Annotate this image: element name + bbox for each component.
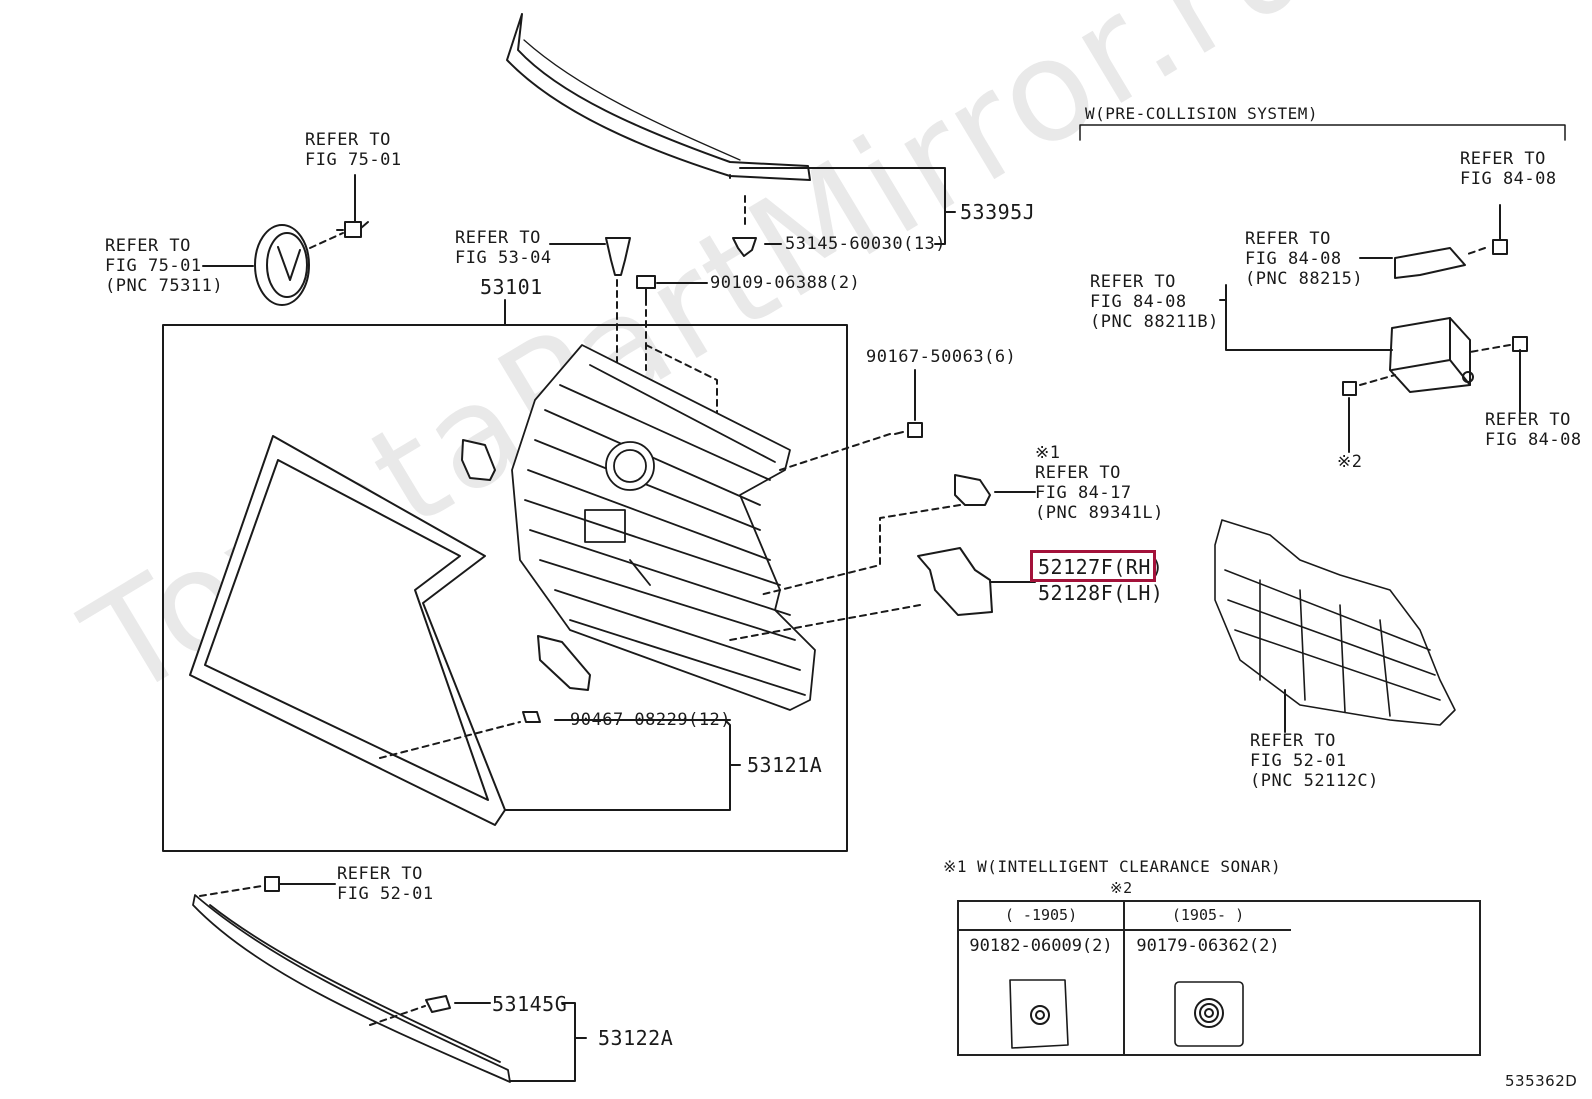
washer-90182 xyxy=(1009,979,1069,1049)
label-note1-sonar: ※1 W(INTELLIGENT CLEARANCE SONAR) xyxy=(943,857,1282,876)
label-part-90467: 90467-08229(12) xyxy=(570,710,732,730)
table-header-col2: (1905- ) xyxy=(1123,902,1291,931)
bolt-90109 xyxy=(636,275,656,306)
label-note2-table: ※2 xyxy=(1110,879,1133,897)
radar-nut xyxy=(1342,381,1357,396)
label-refer-84-08-88215: REFER TO FIG 84-08 (PNC 88215) xyxy=(1245,229,1364,289)
label-refer-53-04: REFER TO FIG 53-04 xyxy=(455,228,552,268)
sonar-sensor-89341l xyxy=(954,474,991,506)
label-refer-52-01-right: REFER TO FIG 52-01 (PNC 52112C) xyxy=(1250,731,1379,791)
label-refer-52-01-lower: REFER TO FIG 52-01 xyxy=(337,864,434,904)
table-part-col2: 90179-06362(2) xyxy=(1136,936,1280,956)
label-part-53145-60030: 53145-60030(13) xyxy=(785,234,947,254)
upper-molding-53395j xyxy=(506,13,811,181)
label-part-52128f: 52128F(LH) xyxy=(1038,581,1164,605)
label-refer-84-08-top-right: REFER TO FIG 84-08 xyxy=(1460,149,1557,189)
lower-grille-52112c xyxy=(1214,519,1456,726)
lower-molding-53122a xyxy=(192,894,511,1083)
grille-lower-bracket xyxy=(537,635,591,691)
figure-code: 535362D xyxy=(1505,1072,1578,1090)
label-part-53145g: 53145G xyxy=(492,992,568,1016)
radar-bolt-right xyxy=(1512,336,1528,352)
label-part-52127f: 52127F(RH) xyxy=(1038,555,1164,579)
washer-90179 xyxy=(1174,981,1244,1047)
grille-bracket xyxy=(461,439,496,481)
front-grille-53101 xyxy=(511,344,816,711)
nut-90467 xyxy=(522,711,541,723)
table-header-col1: ( -1905) xyxy=(959,902,1123,931)
table-divider xyxy=(1123,929,1125,1054)
label-part-53101: 53101 xyxy=(480,275,543,299)
label-refer-75-01-top: REFER TO FIG 75-01 xyxy=(305,130,402,170)
table-part-col1: 90182-06009(2) xyxy=(969,936,1113,956)
label-part-90167: 90167-50063(6) xyxy=(866,347,1017,367)
radar-bracket-88215 xyxy=(1394,247,1466,279)
clip-53145-60030 xyxy=(732,237,757,257)
radar-bolt-top xyxy=(1492,239,1508,255)
emblem-screw xyxy=(336,221,369,238)
washer-variant-table: ( -1905) (1905- ) 90182-06009(2) 90179-0… xyxy=(957,900,1481,1056)
label-refer-84-08-bottom-right: REFER TO FIG 84-08 xyxy=(1485,410,1582,450)
label-part-53121a: 53121A xyxy=(747,753,823,777)
bracket-52127f xyxy=(917,547,993,616)
emblem-75311 xyxy=(254,224,310,306)
screw-lower xyxy=(264,876,336,892)
radar-sensor-88211b xyxy=(1389,317,1474,393)
label-refer-75-01-pnc: REFER TO FIG 75-01 (PNC 75311) xyxy=(105,236,224,296)
label-sonar-reference: ※1 REFER TO FIG 84-17 (PNC 89341L) xyxy=(1035,443,1164,523)
clip-53145g xyxy=(425,995,451,1013)
label-part-53395j: 53395J xyxy=(960,200,1036,224)
label-note2-mark: ※2 xyxy=(1337,452,1363,472)
label-part-53122a: 53122A xyxy=(598,1026,674,1050)
grille-clip-top xyxy=(605,237,631,276)
label-refer-84-08-88211b: REFER TO FIG 84-08 (PNC 88211B) xyxy=(1090,272,1219,332)
highlight-52127f xyxy=(1030,550,1156,582)
label-part-90109: 90109-06388(2) xyxy=(710,273,861,293)
screw-90167 xyxy=(894,422,923,438)
label-pre-collision-header: W(PRE-COLLISION SYSTEM) xyxy=(1085,104,1319,123)
grille-frame-53121a xyxy=(189,435,506,826)
